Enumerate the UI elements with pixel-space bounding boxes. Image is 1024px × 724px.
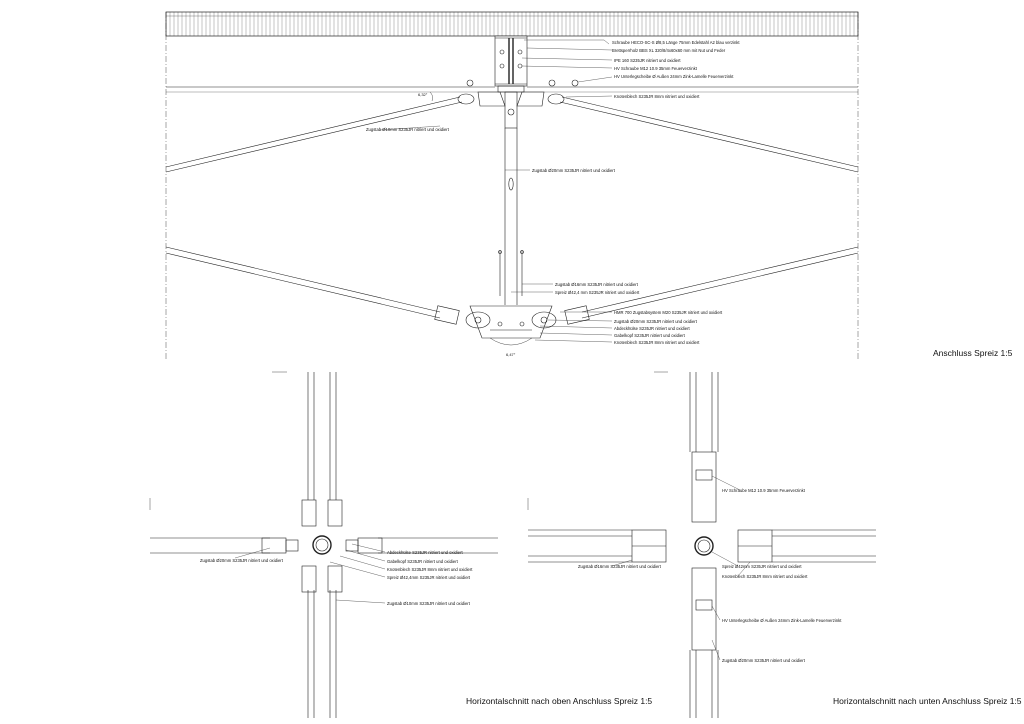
label-washer: HV Unterlegscheibe Ø Außen 24mm Zink-Lam… (614, 74, 734, 79)
label-fork: Gabelkopf S235JR nitriert und oxidiert (614, 333, 686, 338)
label-clt: Brettsperrholz BBS XL 320/8/4x60x60 mm m… (612, 48, 726, 53)
section-top-leaders (234, 543, 386, 604)
label-l-fork: Gabelkopf S235JR nitriert und oxidiert (387, 559, 459, 564)
label-rod-10: Zugstab Ø10mm S235JR nitriert und oxidie… (366, 127, 450, 132)
elevation-view (165, 11, 859, 360)
label-l-sleeve: Abdeckhülse S235JR nitriert und oxidiert (387, 550, 463, 555)
label-rod-20b: Zugstab Ø20mm S235JR nitriert und oxidie… (614, 319, 698, 324)
elevation-annotations: Schraube HECO-SC-S Ø8,5 Länge 75mm Edels… (366, 40, 740, 357)
label-strut: Spreiz Ø42,4 mm S235JR nitriert und oxid… (555, 290, 640, 295)
section-view-bottom (527, 371, 876, 718)
label-sleeve: Abdeckhülse S235JR nitriert und oxidiert (614, 326, 690, 331)
label-gusset-b: Knotenblech S235JR 8mm nitriert und oxid… (614, 340, 700, 345)
title-elevation: Anschluss Spreiz 1:5 (933, 348, 1013, 358)
label-r-washer: HV Unterlegscheibe Ø Außen 24mm Zink-Lam… (722, 618, 842, 623)
label-l-rod-20: Zugstab Ø20mm S235JR nitriert und oxidie… (200, 558, 284, 563)
label-ipe: IPE 160 S235JR nitriert und oxidiert (614, 58, 681, 63)
clt-slab (165, 11, 859, 37)
label-r-hv-bolt: HV Schraube M12 10.9 35mm Feuerverzinkt (722, 488, 806, 493)
elevation-leaders (379, 39, 613, 343)
title-section-top: Horizontalschnitt nach oben Anschluss Sp… (466, 696, 653, 706)
section-top-annotations: Zugstab Ø20mm S235JR nitriert und oxidie… (200, 550, 473, 606)
label-r-gusset: Knotenblech S235JR 8mm nitriert und oxid… (722, 574, 808, 579)
section-bottom-leaders (611, 475, 751, 661)
angle-upper: 6,32° (418, 92, 428, 97)
section-view-top (149, 371, 498, 718)
label-r-rod-20: Zugstab Ø20mm S235JR nitriert und oxidie… (722, 658, 806, 663)
label-l-gusset: Knotenblech S235JR 8mm nitriert und oxid… (387, 567, 473, 572)
label-screw: Schraube HECO-SC-S Ø8,5 Länge 75mm Edels… (612, 40, 740, 45)
label-hmr: HMR 700 Zugstabsystem M20 S235JR nitrier… (614, 310, 723, 315)
section-bottom-annotations: HV Schraube M12 10.9 35mm Feuerverzinkt … (578, 488, 842, 663)
angle-lower: 6,47° (506, 352, 516, 357)
label-r-rod-16: Zugstab Ø16mm S235JR nitriert und oxidie… (578, 564, 662, 569)
label-rod-20: Zugstab Ø20mm S235JR nitriert und oxidie… (532, 168, 616, 173)
ipe-beam (494, 35, 528, 93)
label-rod-16: Zugstab Ø16mm S235JR nitriert und oxidie… (555, 282, 639, 287)
label-gusset: Knotenblech S235JR 8mm nitriert und oxid… (614, 94, 700, 99)
label-l-rod-10: Zugstab Ø10mm S235JR nitriert und oxidie… (387, 601, 471, 606)
label-l-strut: Spreiz Ø42,4mm S235JR nitriert und oxidi… (387, 575, 471, 580)
title-section-bottom: Horizontalschnitt nach unten Anschluss S… (833, 696, 1022, 706)
label-r-strut: Spreiz Ø42mm S235JR nitriert und oxidier… (722, 564, 802, 569)
label-hv-bolt: HV Schraube M12 10.9 35mm Feuerverzinkt (614, 66, 698, 71)
